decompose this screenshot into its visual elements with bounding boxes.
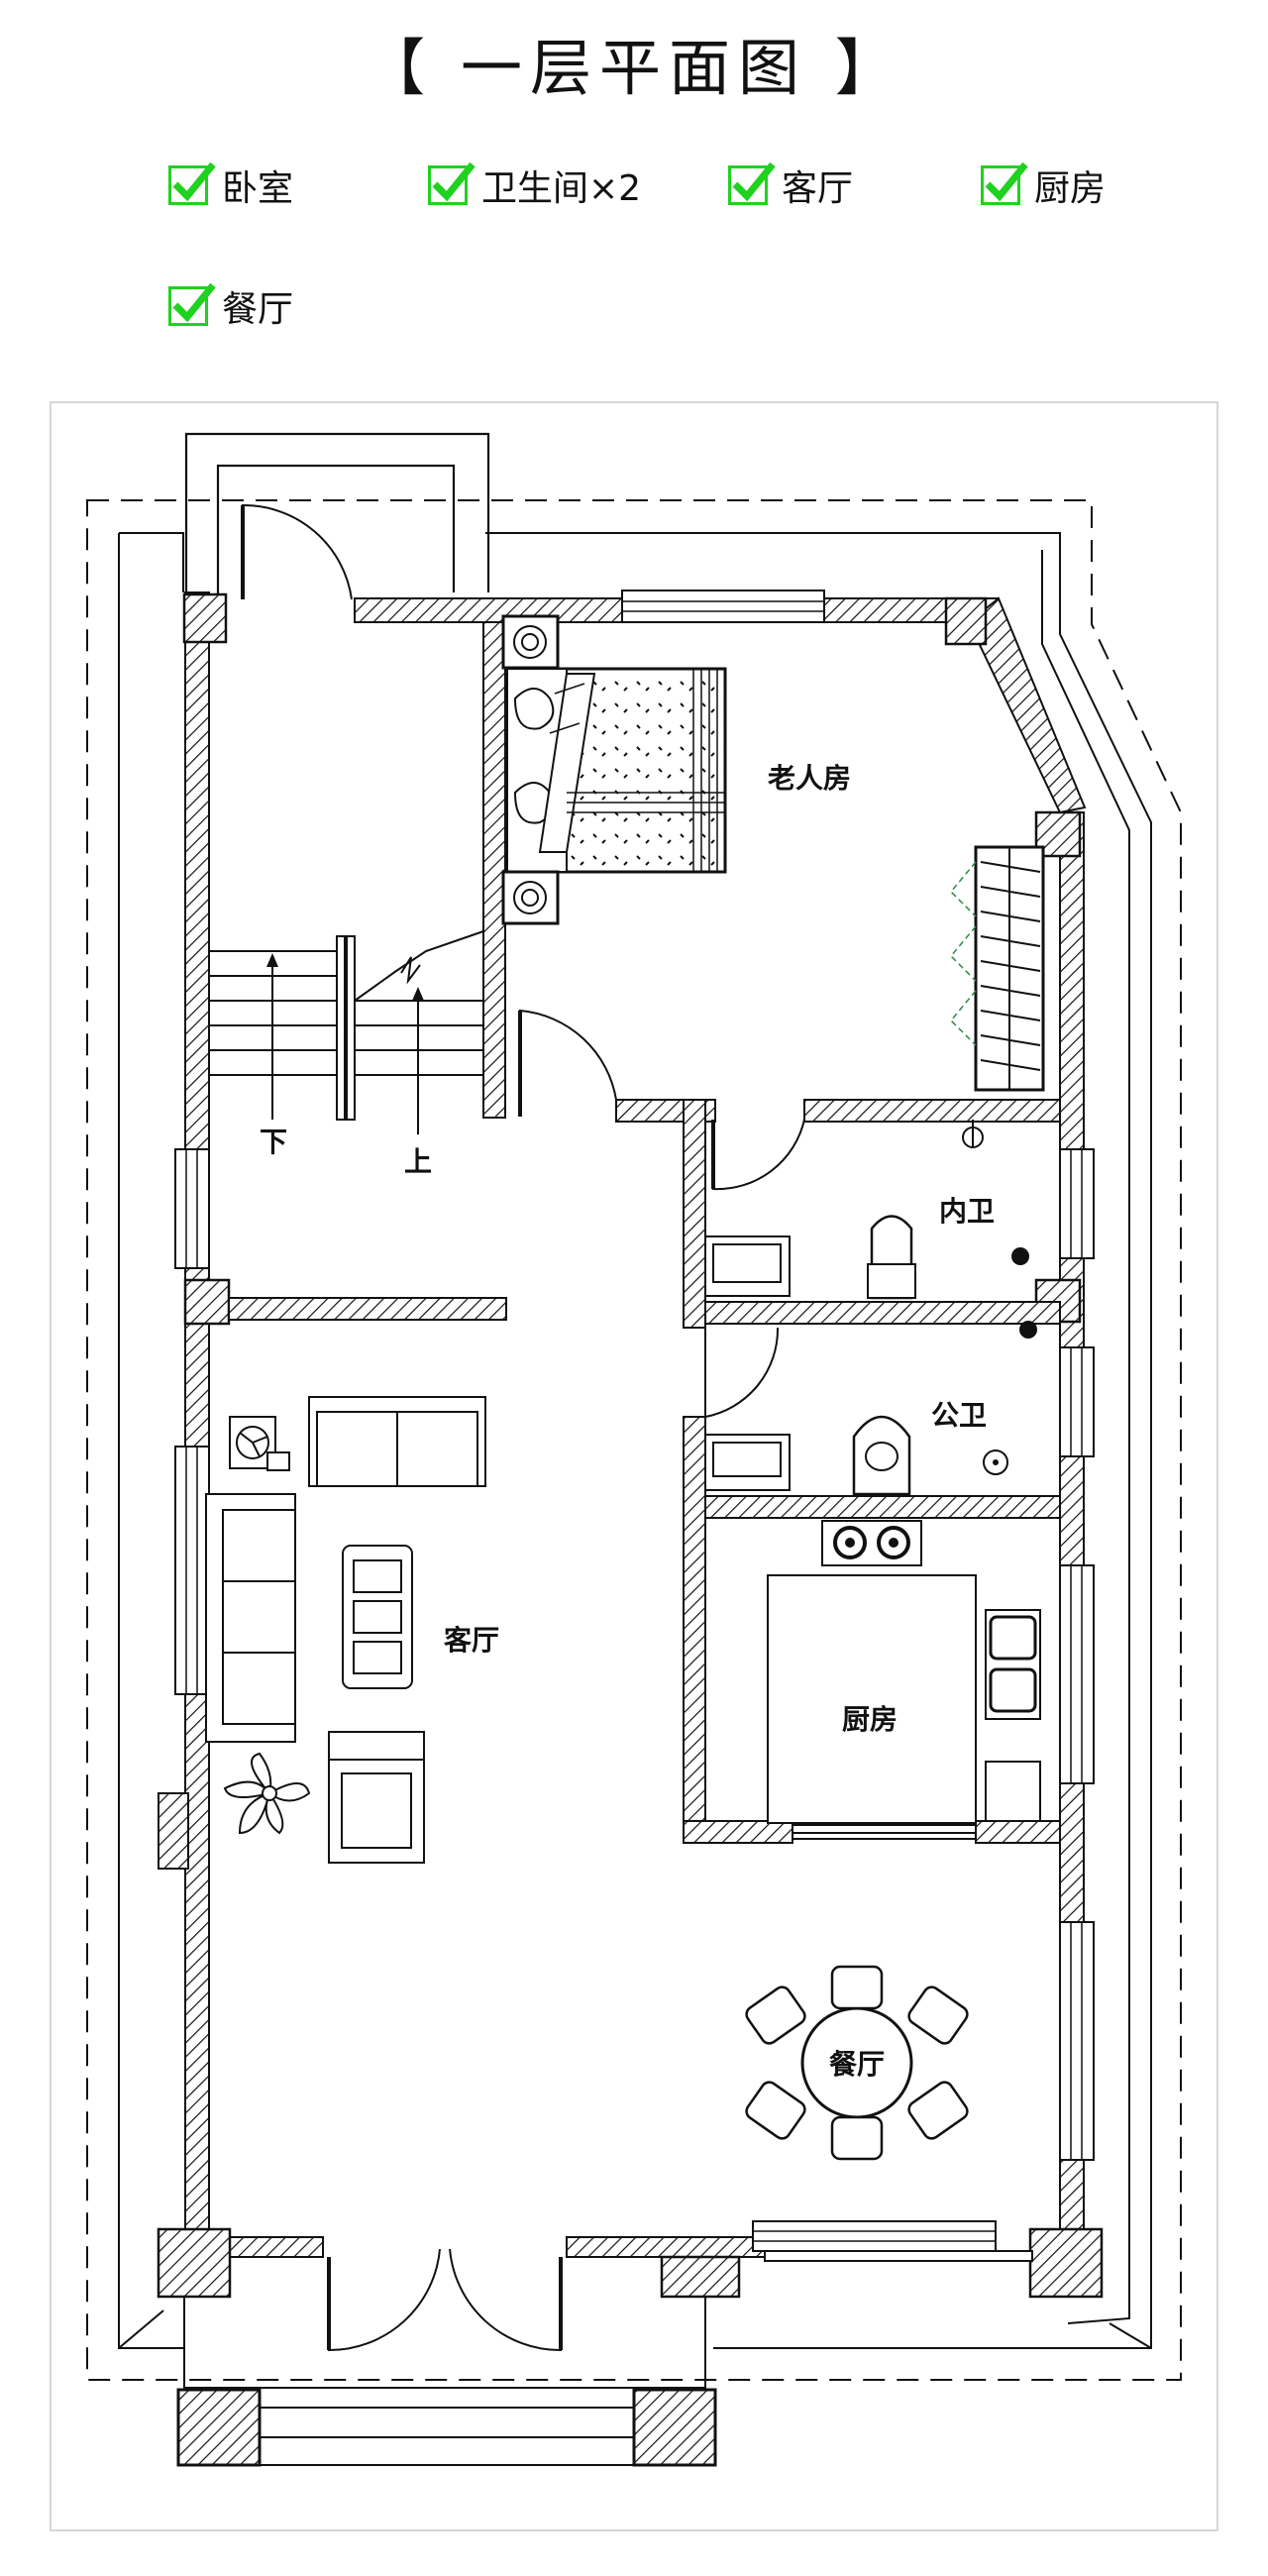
kitchen-sliding-door bbox=[792, 1824, 977, 1840]
wall-living-north bbox=[228, 1297, 507, 1321]
checkbox-checked-icon bbox=[168, 161, 216, 205]
columns bbox=[157, 592, 1104, 2299]
staircase bbox=[209, 930, 484, 1134]
wall-stair-bedroom bbox=[482, 621, 506, 1119]
plan-frame bbox=[50, 401, 1218, 2531]
page-title: 【 一层平面图 】 bbox=[364, 32, 904, 104]
legend-label: 客厅 bbox=[782, 168, 854, 209]
kitchen-fixtures bbox=[767, 1520, 1041, 1824]
bed bbox=[501, 614, 727, 925]
checkbox-checked-icon bbox=[981, 161, 1028, 205]
side-windows bbox=[158, 1148, 1095, 2161]
living-furniture bbox=[205, 1396, 486, 1864]
south-window bbox=[752, 2220, 1033, 2262]
room-label-kitchen: 厨房 bbox=[842, 1703, 898, 1736]
checkbox-checked-icon bbox=[728, 161, 776, 205]
legend-item-bedroom[interactable]: 卧室 bbox=[168, 161, 294, 209]
public-bath-door bbox=[704, 1327, 780, 1419]
north-door bbox=[241, 503, 353, 600]
legend-label: 卧室 bbox=[222, 168, 294, 209]
north-porch bbox=[184, 432, 490, 594]
wardrobe bbox=[949, 845, 1045, 1092]
room-label-elder: 老人房 bbox=[768, 762, 851, 795]
checkbox-checked-icon bbox=[168, 282, 216, 326]
eave-inner bbox=[118, 550, 1152, 2349]
dining-table bbox=[745, 1965, 969, 2161]
public-bath-fixtures bbox=[704, 1321, 1037, 1496]
legend-label: 厨房 bbox=[1034, 168, 1107, 209]
checkbox-checked-icon bbox=[428, 161, 476, 205]
room-label-public-bath: 公卫 bbox=[931, 1399, 987, 1432]
stair-label-down: 下 bbox=[260, 1126, 287, 1158]
inner-bath-fixtures bbox=[704, 1120, 1029, 1300]
room-label-inner-bath: 内卫 bbox=[939, 1195, 995, 1228]
legend-item-living[interactable]: 客厅 bbox=[728, 161, 854, 209]
north-window bbox=[621, 590, 825, 623]
legend-label: 餐厅 bbox=[222, 289, 294, 330]
wall-bath-block bbox=[683, 1099, 1061, 1844]
legend-item-kitchen[interactable]: 厨房 bbox=[981, 161, 1107, 209]
legend-item-bathroom[interactable]: 卫生间×2 bbox=[428, 161, 642, 209]
stair-label-up: 上 bbox=[404, 1145, 432, 1178]
legend-item-dining[interactable]: 餐厅 bbox=[168, 282, 294, 330]
legend-label: 卫生间×2 bbox=[481, 168, 642, 209]
bedroom-door bbox=[519, 1009, 617, 1117]
south-entry-door bbox=[327, 2248, 563, 2352]
inner-bath-door bbox=[712, 1119, 805, 1191]
south-porch bbox=[176, 2297, 717, 2467]
room-label-dining: 餐厅 bbox=[829, 2048, 885, 2081]
room-label-living: 客厅 bbox=[444, 1624, 499, 1657]
room-legend: 卧室 卫生间×2 客厅 厨房 餐厅 bbox=[0, 149, 1268, 347]
